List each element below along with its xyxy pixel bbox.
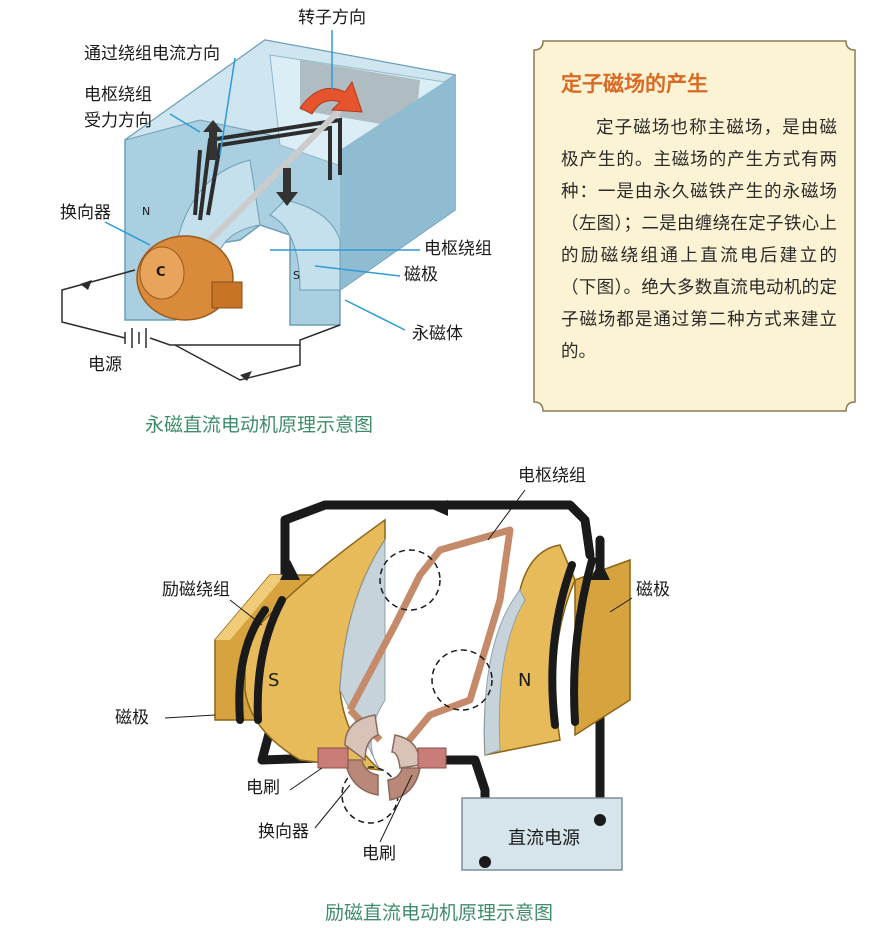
bottom-leader-lines — [164, 489, 633, 843]
caption-field-excited-motor: 励磁直流电动机原理示意图 — [325, 902, 554, 924]
dc-terminal-right — [594, 814, 606, 826]
label-power-source: 电源 — [88, 355, 122, 375]
label-armature-winding-top: 电枢绕组 — [424, 239, 492, 259]
label-magnetic-pole-top: 磁极 — [404, 265, 438, 285]
label-force-direction: 电枢绕组 受力方向 — [84, 85, 152, 131]
label-field-winding: 励磁绕组 — [162, 580, 230, 600]
wire-direction-arrow-icons — [280, 500, 610, 580]
commutator-drum — [136, 235, 243, 321]
label-brush-lower: 电刷 — [362, 844, 396, 864]
circuit-direction-arrow-icons — [80, 280, 252, 381]
force-arrow-icons — [203, 120, 298, 206]
commutator-mark: C — [156, 265, 166, 280]
brush-right — [417, 747, 447, 769]
label-armature-winding-bottom: 电枢绕组 — [518, 466, 586, 486]
label-current-direction: 通过绕组电流方向 — [84, 44, 220, 64]
brush-left — [317, 747, 349, 769]
label-permanent-magnet: 永磁体 — [412, 324, 463, 344]
pole-s-mark-bottom: S — [268, 670, 280, 691]
permanent-magnet-body — [124, 39, 457, 326]
label-leader-lines — [104, 30, 420, 331]
label-magnetic-pole-right: 磁极 — [636, 580, 670, 600]
commutator-ring — [344, 714, 421, 801]
power-circuit-wire — [61, 269, 341, 381]
label-magnetic-pole-left: 磁极 — [115, 708, 149, 728]
dc-terminal-left — [479, 856, 491, 868]
pole-s-mark: S — [293, 269, 300, 282]
rotor-direction-arrow-icon — [299, 80, 363, 115]
label-brush-upper: 电刷 — [246, 778, 280, 798]
info-panel-title: 定子磁场的产生 — [561, 72, 708, 96]
pole-n-mark: N — [142, 205, 151, 218]
label-dc-source: 直流电源 — [508, 828, 580, 849]
info-panel-body: 定子磁场也称主磁场，是由磁极产生的。主磁场的产生方式有两种：一是由永久磁铁产生的… — [561, 118, 837, 362]
caption-permanent-magnet-motor: 永磁直流电动机原理示意图 — [145, 414, 374, 436]
field-winding-turns — [235, 556, 596, 729]
label-commutator-top: 换向器 — [60, 203, 111, 223]
label-rotor-direction: 转子方向 — [298, 8, 366, 28]
pole-n-mark-bottom: N — [518, 670, 532, 691]
info-panel: 定子磁场的产生 定子磁场也称主磁场，是由磁极产生的。主磁场的产生方式有两种：一是… — [533, 40, 856, 412]
label-commutator-bottom: 换向器 — [258, 822, 309, 842]
info-panel-frame — [533, 40, 856, 412]
